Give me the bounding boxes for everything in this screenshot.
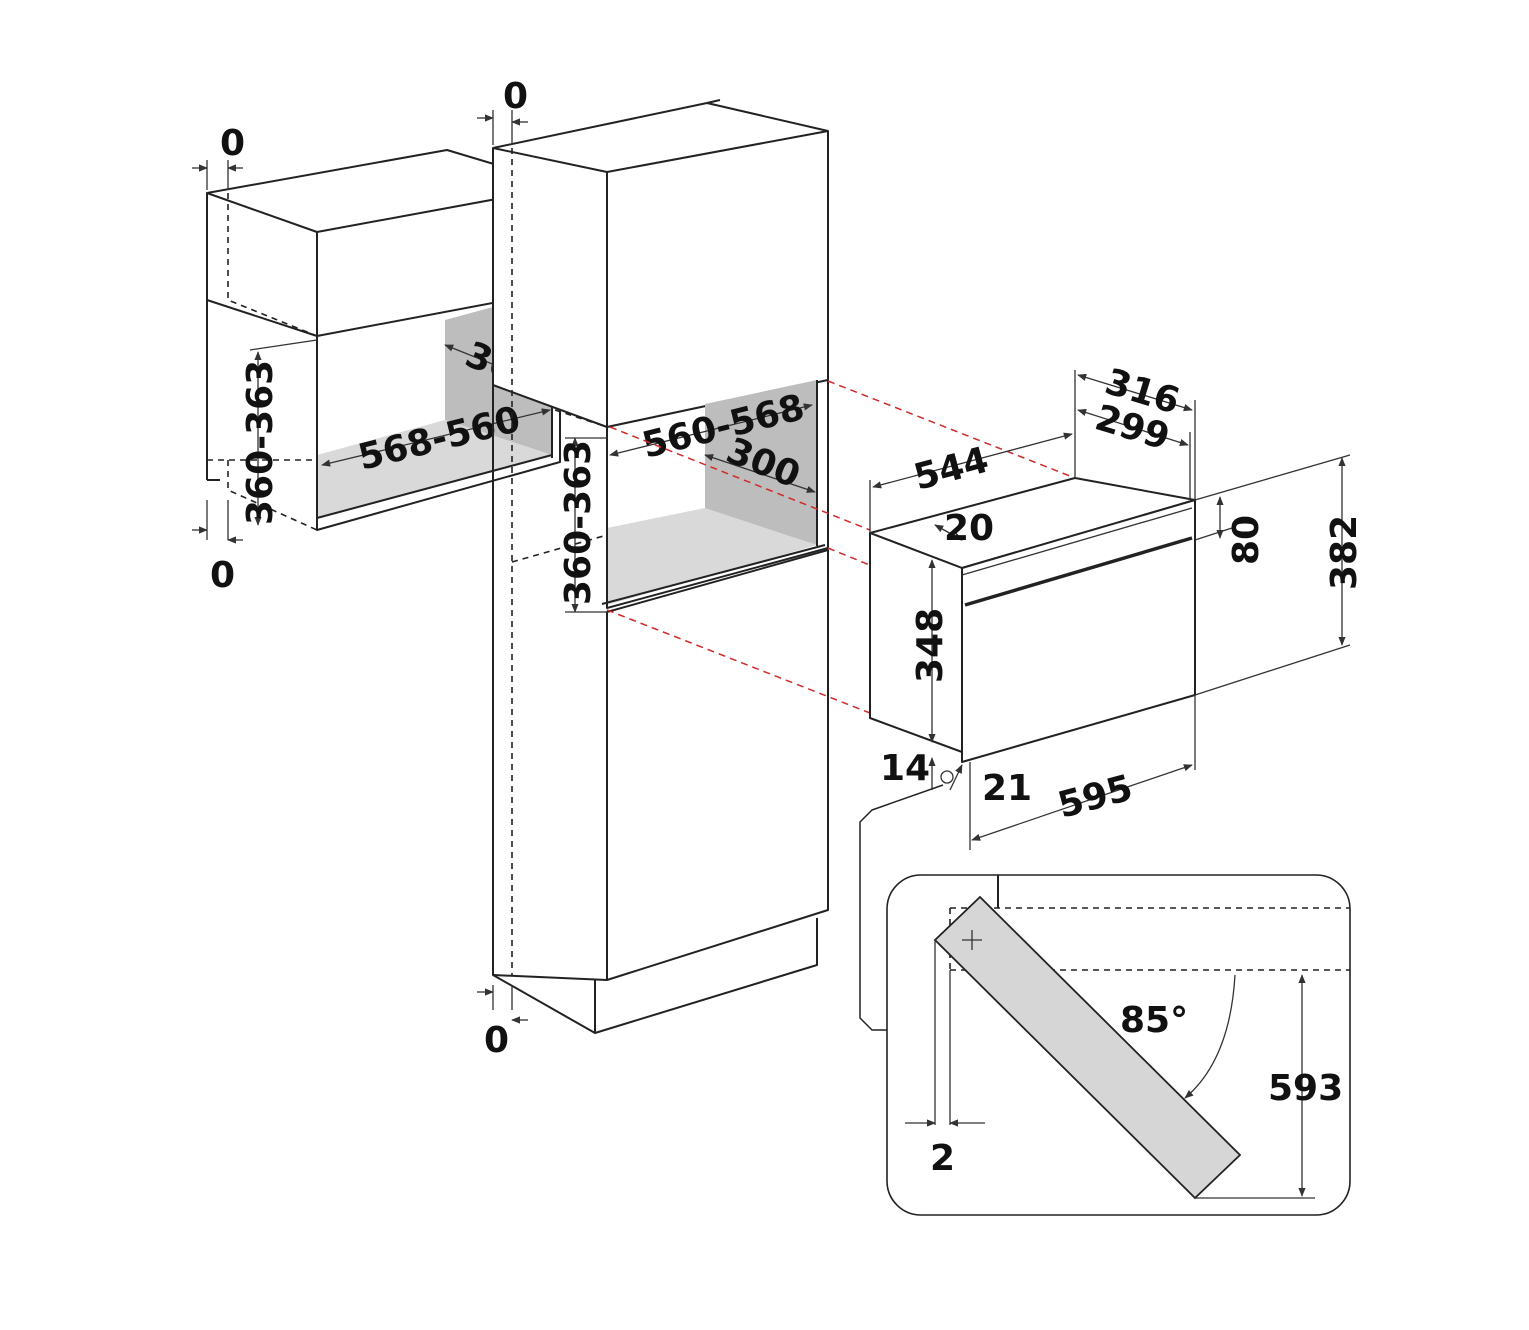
label-oven-width: 595 (1054, 768, 1137, 827)
label-door-angle: 85° (1120, 1000, 1188, 1041)
label-oven-front-offset: 20 (944, 508, 994, 549)
door-detail (886, 874, 1351, 1216)
label-oven-total-height: 382 (1324, 515, 1365, 590)
label-upper-height: 360-363 (240, 360, 281, 525)
oven-unit (869, 370, 1351, 850)
label-oven-bottom-gap: 14 (880, 748, 930, 789)
label-oven-front-thickness: 21 (982, 768, 1032, 809)
label-door-open-height: 593 (1268, 1068, 1343, 1109)
label-upper-bottom-gap: 0 (210, 555, 235, 596)
label-tall-top-gap: 0 (503, 76, 528, 117)
label-door-gap: 2 (930, 1138, 955, 1179)
label-oven-panel-height: 80 (1226, 515, 1267, 565)
label-oven-body-height: 348 (910, 608, 951, 683)
detail-leader (859, 784, 944, 1031)
label-tall-bottom-gap: 0 (484, 1020, 509, 1061)
label-oven-depth: 544 (910, 440, 993, 499)
tall-cabinet (477, 99, 829, 1034)
label-tall-height: 360-363 (558, 440, 599, 605)
label-upper-left-gap: 0 (220, 123, 245, 164)
